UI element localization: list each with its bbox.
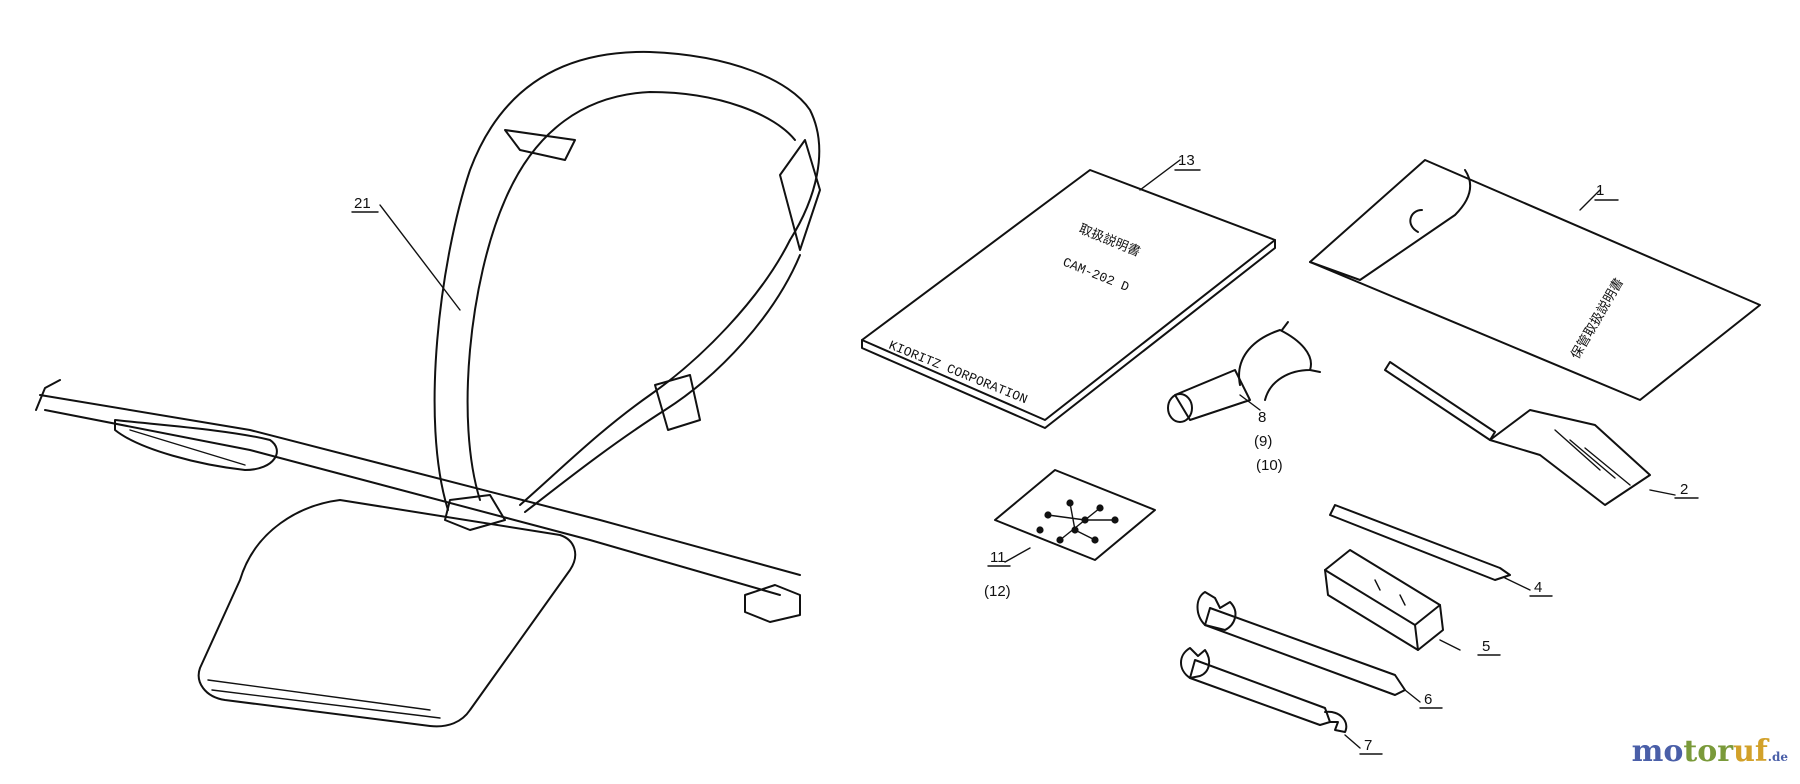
- callout-8: 8: [1258, 409, 1266, 426]
- callout-10: (10): [1256, 457, 1283, 474]
- manual-model: CAM-202 D: [1061, 255, 1132, 295]
- watermark-logo: motoruf.de: [1632, 734, 1788, 769]
- gasket-sheet: [987, 469, 1156, 567]
- callout-2: 2: [1680, 481, 1688, 498]
- pin-spanner: [1167, 321, 1321, 423]
- svg-text:取扱説明書: 取扱説明書: [1077, 221, 1143, 260]
- watermark-part-2: tor: [1683, 734, 1734, 769]
- watermark-part-4: .de: [1767, 750, 1788, 764]
- open-end-wrench-large: [1196, 591, 1443, 709]
- callout-12: (12): [984, 583, 1011, 600]
- callout-11: 11: [990, 549, 1006, 566]
- rod: [1329, 504, 1553, 597]
- callout-1: 1: [1596, 182, 1604, 199]
- shoulder-harness: [35, 50, 821, 728]
- callout-13: 13: [1178, 152, 1195, 169]
- manual-publisher: KIORITZ CORPORATION: [887, 338, 1030, 407]
- box-wrench: [1324, 549, 1501, 656]
- callout-5: 5: [1482, 638, 1490, 655]
- tool-bag: 保管取扱説明書: [1309, 159, 1761, 401]
- screwdriver: [1384, 361, 1699, 506]
- watermark-part-3: uf: [1733, 734, 1768, 769]
- callout-9: (9): [1254, 433, 1272, 450]
- callout-21: 21: [354, 195, 371, 212]
- callout-6: 6: [1424, 691, 1432, 708]
- watermark-part-1: mo: [1631, 734, 1684, 769]
- callout-7: 7: [1364, 737, 1372, 754]
- svg-text:保管取扱説明書: 保管取扱説明書: [1568, 275, 1627, 362]
- open-end-wrench-small: [1180, 647, 1383, 755]
- instruction-manual: 取扱説明書 CAM-202 D KIORITZ CORPORATION: [861, 159, 1276, 429]
- callout-4: 4: [1534, 579, 1542, 596]
